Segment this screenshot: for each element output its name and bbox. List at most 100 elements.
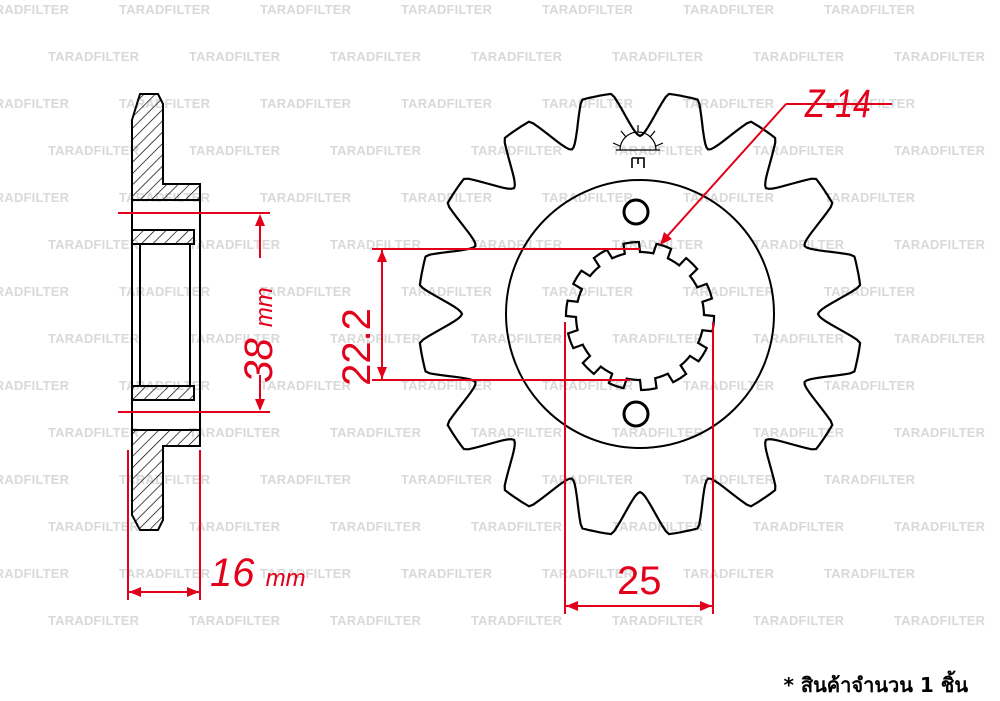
watermark-text: TARADFILTER [260,284,352,299]
bolt-hole-top [622,198,650,226]
watermark-text: TARADFILTER [401,566,493,581]
bolt-hole-bottom [622,400,650,428]
watermark-text: TARADFILTER [471,331,563,346]
watermark-text: TARADFILTER [471,613,563,628]
watermark-text: TARADFILTER [824,190,916,205]
brand-logo-icon [612,125,664,168]
watermark-text: TARADFILTER [0,566,70,581]
watermark-text: TARADFILTER [401,378,493,393]
quantity-note: * สินค้าจำนวน 1 ชิ้น [783,673,968,697]
watermark-text: TARADFILTER [753,331,845,346]
watermark-text: TARADFILTER [612,613,704,628]
watermark-text: TARADFILTER [471,49,563,64]
watermark-text: TARADFILTER [683,284,775,299]
watermark-text: TARADFILTER [683,566,775,581]
watermark-text: TARADFILTER [260,96,352,111]
watermark-text: TARADFILTER [471,425,563,440]
dimension-width [127,450,201,600]
hub-height-unit: mm [250,287,278,328]
watermark-text: TARADFILTER [824,2,916,17]
watermark-text: TARADFILTER [0,284,70,299]
watermark-text: TARADFILTER [753,519,845,534]
watermark-text: TARADFILTER [824,566,916,581]
width-label: 16 mm [210,553,306,593]
watermark-text: TARADFILTER [48,425,140,440]
dimension-spline-outer [564,322,714,614]
watermark-text: TARADFILTER [189,331,281,346]
watermark-text: TARADFILTER [260,378,352,393]
watermark-text: TARADFILTER [471,143,563,158]
width-value: 16 [210,551,255,595]
watermark-text: TARADFILTER [894,425,986,440]
watermark-text: TARADFILTER [894,613,986,628]
watermark-text: TARADFILTER [119,566,211,581]
watermark-text: TARADFILTER [0,472,70,487]
side-view-lower-section [131,429,201,531]
leader-tooth-count [660,103,892,245]
watermark-text: TARADFILTER [894,49,986,64]
watermark-text: TARADFILTER [189,49,281,64]
watermark-text: TARADFILTER [48,519,140,534]
watermark-text: TARADFILTER [612,49,704,64]
spline-bore-outline [564,240,716,392]
width-unit: mm [265,565,306,592]
watermark-text: TARADFILTER [824,472,916,487]
watermark-text: TARADFILTER [894,331,986,346]
side-view-bore [131,199,201,431]
watermark-text: TARADFILTER [260,2,352,17]
side-view-collar-top [131,229,195,245]
watermark-text: TARADFILTER [330,49,422,64]
side-view-collar-bottom [131,385,195,401]
watermark-text: TARADFILTER [260,566,352,581]
watermark-text: TARADFILTER [612,425,704,440]
watermark-text: TARADFILTER [189,519,281,534]
watermark-text: TARADFILTER [542,284,634,299]
watermark-text: TARADFILTER [0,190,70,205]
watermark-text: TARADFILTER [119,2,211,17]
spline-outer-label: 25 [617,559,662,603]
watermark-text: TARADFILTER [683,2,775,17]
dimension-hub-height [118,212,270,413]
watermark-text: TARADFILTER [119,284,211,299]
watermark-text: TARADFILTER [189,425,281,440]
front-view [418,92,862,536]
dimension-spline-diameter [372,248,640,381]
watermark-text: TARADFILTER [0,2,70,17]
watermark-text: TARADFILTER [48,331,140,346]
watermark-text: TARADFILTER [824,378,916,393]
watermark-text: TARADFILTER [330,519,422,534]
sprocket-hub-circle [505,179,775,449]
watermark-text: TARADFILTER [753,425,845,440]
watermark-text: TARADFILTER [753,237,845,252]
watermark-text: TARADFILTER [189,613,281,628]
watermark-text: TARADFILTER [260,190,352,205]
watermark-text: TARADFILTER [894,143,986,158]
watermark-text: TARADFILTER [542,2,634,17]
watermark-text: TARADFILTER [894,237,986,252]
watermark-text: TARADFILTER [542,190,634,205]
watermark-text: TARADFILTER [330,425,422,440]
watermark-text: TARADFILTER [401,2,493,17]
watermark-text: TARADFILTER [48,143,140,158]
side-view [131,93,201,531]
watermark-text: TARADFILTER [753,143,845,158]
hub-height-value: 38 [236,338,281,383]
watermark-text: TARADFILTER [612,331,704,346]
watermark-text: TARADFILTER [48,49,140,64]
watermark-text: TARADFILTER [401,96,493,111]
watermark-text: TARADFILTER [753,49,845,64]
watermark-text: TARADFILTER [330,143,422,158]
watermark-text: TARADFILTER [612,519,704,534]
watermark-text: TARADFILTER [189,237,281,252]
watermark-text: TARADFILTER [542,96,634,111]
side-view-upper-section [131,93,201,201]
watermark-text: TARADFILTER [48,237,140,252]
watermark-text: TARADFILTER [401,190,493,205]
watermark-text: TARADFILTER [330,331,422,346]
watermark-text: TARADFILTER [260,472,352,487]
hub-height-label: 38 mm [236,287,281,383]
watermark-text: TARADFILTER [0,96,70,111]
watermark-text: TARADFILTER [683,96,775,111]
watermark-text: TARADFILTER [189,143,281,158]
